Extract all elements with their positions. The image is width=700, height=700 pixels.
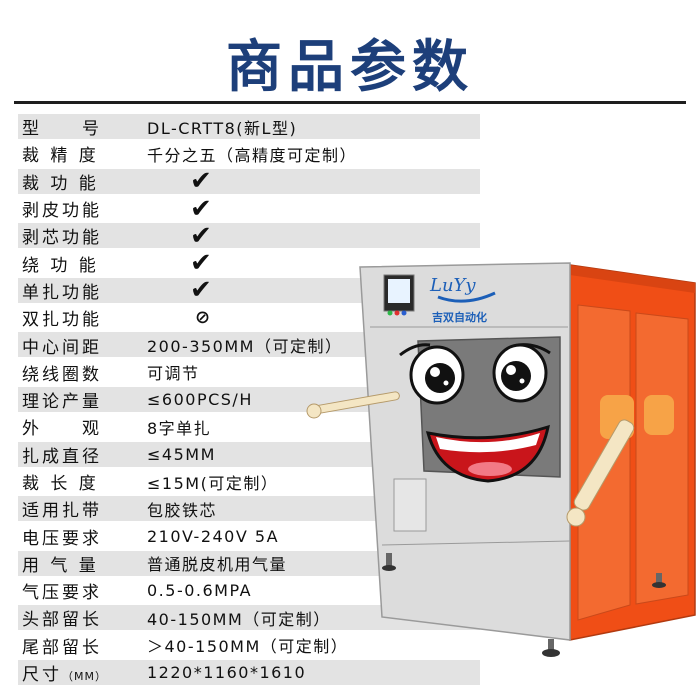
spec-row: 尺寸（MM） 1220*1160*1610: [18, 659, 498, 686]
spec-label: 中心间距: [22, 337, 102, 358]
spec-value: DL-CRTT8(新L型): [147, 118, 298, 138]
unsupported-icon: ⊘: [195, 306, 211, 328]
spec-value: 千分之五（高精度可定制）: [147, 145, 358, 165]
spec-label: 剥皮功能: [22, 201, 102, 222]
spec-label: 扎成直径: [22, 446, 102, 467]
spec-label: 裁 精 度: [22, 146, 99, 167]
spec-label: 裁 功 能: [22, 173, 99, 194]
spec-value: 可调节: [147, 364, 200, 384]
spec-row: 双扎功能 ⊘: [18, 304, 498, 331]
checkmark-icon: ✔: [190, 275, 212, 306]
spec-label: 剥芯功能: [22, 228, 102, 249]
spec-row: 剥皮功能 ✔: [18, 195, 498, 222]
spec-row: 绕 功 能 ✔: [18, 249, 498, 276]
spec-label-unit: （MM）: [62, 670, 107, 684]
spec-label: 双扎功能: [22, 310, 102, 331]
spec-label: 外 观: [22, 419, 102, 440]
spec-row: 裁 功 能 ✔: [18, 168, 498, 195]
spec-label: 气压要求: [22, 583, 102, 604]
checkmark-icon: ✔: [190, 248, 212, 279]
spec-value: 0.5-0.6MPA: [147, 581, 253, 601]
spec-row: 外 观 8字单扎: [18, 413, 498, 440]
spec-label: 头部留长: [22, 610, 102, 631]
checkmark-icon: ✔: [190, 193, 212, 224]
spec-label: 裁 长 度: [22, 474, 99, 494]
spec-label: 型 号: [22, 119, 102, 140]
spec-label: 适用扎带: [22, 501, 102, 522]
spec-value: ≤45MM: [147, 444, 216, 464]
spec-value: ≤600PCS/H: [147, 390, 253, 410]
spec-label: 绕 功 能: [22, 255, 99, 276]
spec-value: 1220*1160*1610: [147, 663, 307, 683]
spec-value: ＞40-150MM（可定制）: [147, 637, 349, 657]
machine-logo: LuYy: [429, 275, 476, 296]
spec-label: 单扎功能: [22, 282, 102, 303]
spec-row: 型 号 DL-CRTT8(新L型): [18, 113, 498, 140]
spec-row: 尾部留长 ＞40-150MM（可定制）: [18, 632, 498, 659]
spec-row: 绕线圈数 可调节: [18, 359, 498, 386]
spec-label: 用 气 量: [22, 555, 99, 576]
spec-row: 剥芯功能 ✔: [18, 222, 498, 249]
spec-value: 包胶铁芯: [147, 500, 218, 520]
spec-label: 尾部留长: [22, 637, 102, 658]
spec-row: 电压要求 210V-240V 5A: [18, 522, 498, 549]
spec-label: 绕线圈数: [22, 364, 102, 385]
machine-illustration: LuYy 吉双自动化: [306, 262, 696, 657]
spec-value: 200-350MM（可定制）: [147, 337, 343, 357]
checkmark-icon: ✔: [190, 220, 212, 251]
spec-row: 气压要求 0.5-0.6MPA: [18, 577, 498, 604]
title-divider: [14, 101, 686, 104]
spec-label: 电压要求: [22, 528, 102, 549]
spec-value: 8字单扎: [147, 418, 212, 438]
spec-row: 裁 长 度 ≤15M(可定制）: [18, 468, 498, 495]
page-title: 商品参数: [226, 35, 474, 100]
checkmark-icon: ✔: [190, 166, 212, 197]
spec-value: 210V-240V 5A: [147, 526, 280, 546]
spec-value: ≤15M(可定制）: [147, 473, 279, 493]
spec-value: 普通脱皮机用气量: [147, 555, 288, 575]
spec-label: 理论产量: [22, 392, 102, 413]
spec-label: 尺寸（MM）: [22, 665, 107, 686]
machine-brand: 吉双自动化: [432, 310, 487, 324]
spec-row: 裁 精 度 千分之五（高精度可定制）: [18, 140, 498, 167]
spec-value: 40-150MM（可定制）: [147, 609, 331, 629]
